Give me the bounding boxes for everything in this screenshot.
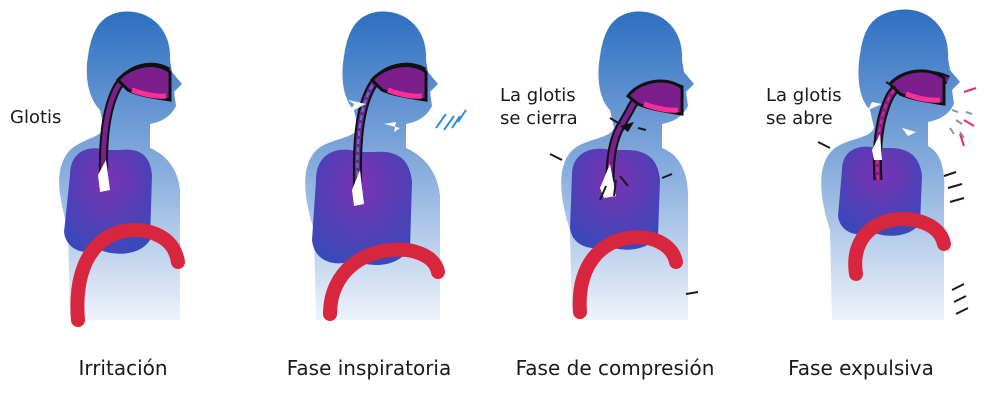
panel-fase-de-compresion: La glotis se cierra Fase de compresión	[492, 0, 738, 394]
torso-illustration	[738, 0, 984, 394]
torso-illustration	[246, 0, 492, 394]
panel-fase-expulsiva: La glotis se abre Fase expulsiva	[738, 0, 984, 394]
glottis-opens-label: La glotis se abre	[766, 84, 842, 130]
glottis-closes-label: La glotis se cierra	[500, 84, 578, 130]
stage-caption: Fase inspiratoria	[246, 356, 492, 380]
stage-caption: Fase expulsiva	[738, 356, 984, 380]
inhalation-arrows	[436, 110, 466, 130]
torso-illustration	[492, 0, 738, 394]
droplet-spray	[950, 110, 972, 138]
panel-fase-inspiratoria: Fase inspiratoria	[246, 0, 492, 394]
stage-caption: Irritación	[0, 356, 246, 380]
stage-caption: Fase de compresión	[492, 356, 738, 380]
torso-illustration	[0, 0, 246, 394]
glottis-label: Glotis	[10, 106, 61, 129]
panel-irritacion: Glotis Irritación	[0, 0, 246, 394]
